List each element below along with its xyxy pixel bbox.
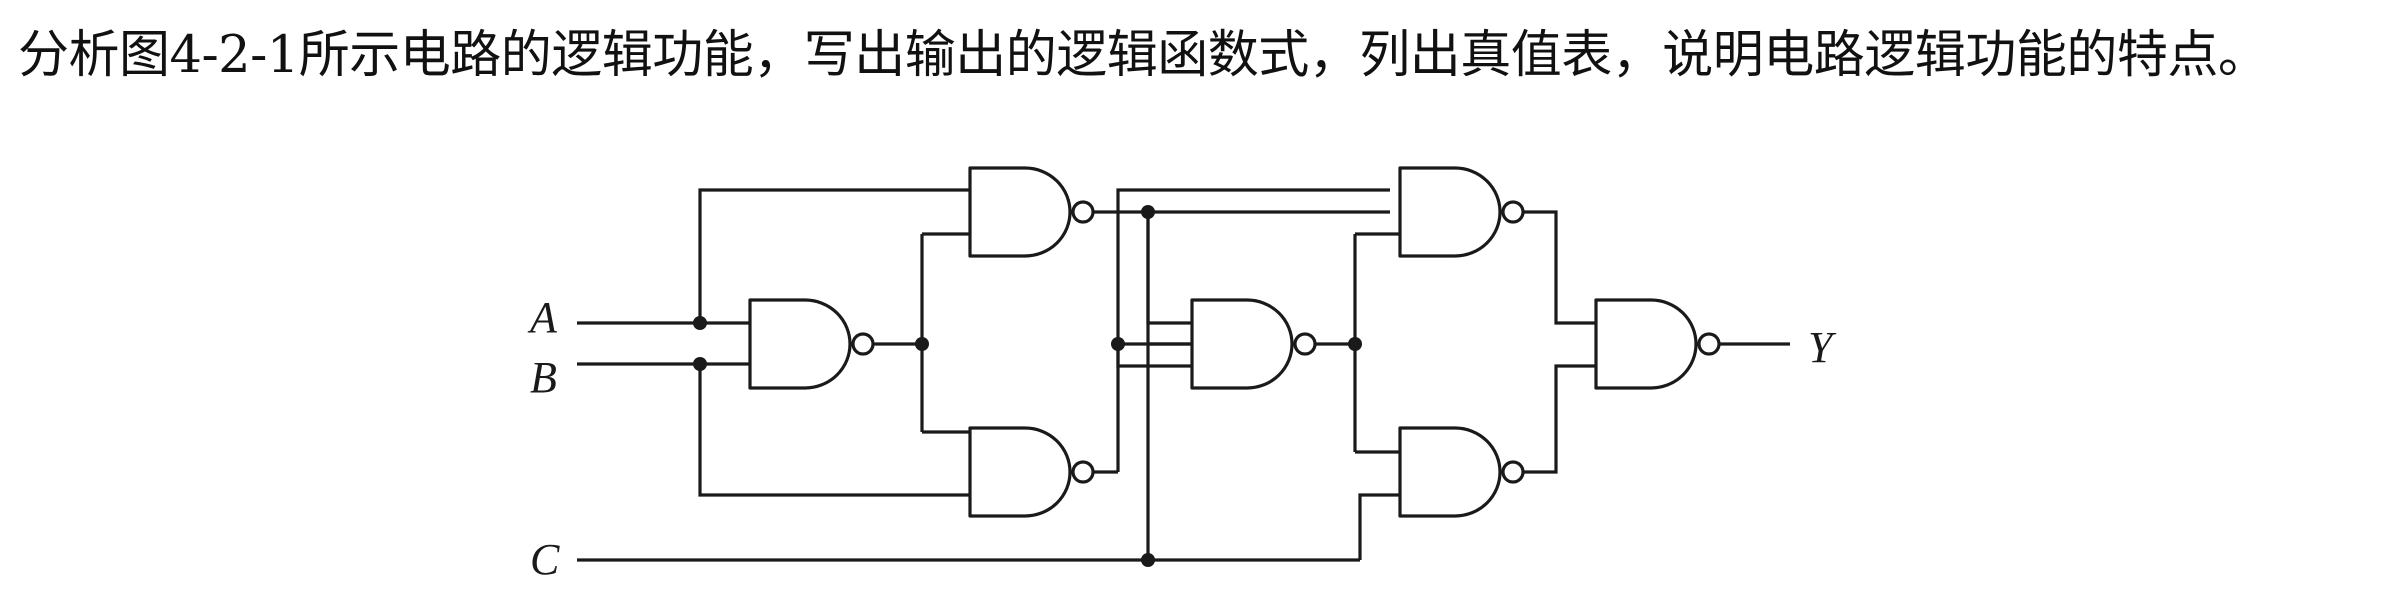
input-wires (577, 188, 1360, 562)
junction-dots (693, 205, 1362, 567)
nand-gate-5 (1398, 166, 1525, 258)
node-n2-wires (1094, 210, 1390, 325)
nand-gate-2 (968, 166, 1095, 258)
nand-gate-6 (1398, 426, 1525, 518)
question-text: 分析图4-2-1所示电路的逻辑功能，写出输出的逻辑函数式，列出真值表，说明电路逻… (18, 26, 2269, 85)
nand-gate-4 (1190, 298, 1317, 390)
nand-gate-1 (748, 298, 875, 390)
input-label-c: C (530, 535, 560, 584)
node-n1-wires (874, 232, 970, 434)
nand-gate-7 (1594, 298, 1721, 390)
node-n3-wires (1094, 188, 1390, 474)
final-stage-wires (1524, 210, 1790, 474)
input-c-branches (1146, 212, 1400, 560)
input-label-a: A (527, 293, 558, 342)
input-label-b: B (530, 353, 557, 402)
output-label-y: Y (1808, 323, 1837, 372)
nand-gate-3 (968, 426, 1095, 518)
